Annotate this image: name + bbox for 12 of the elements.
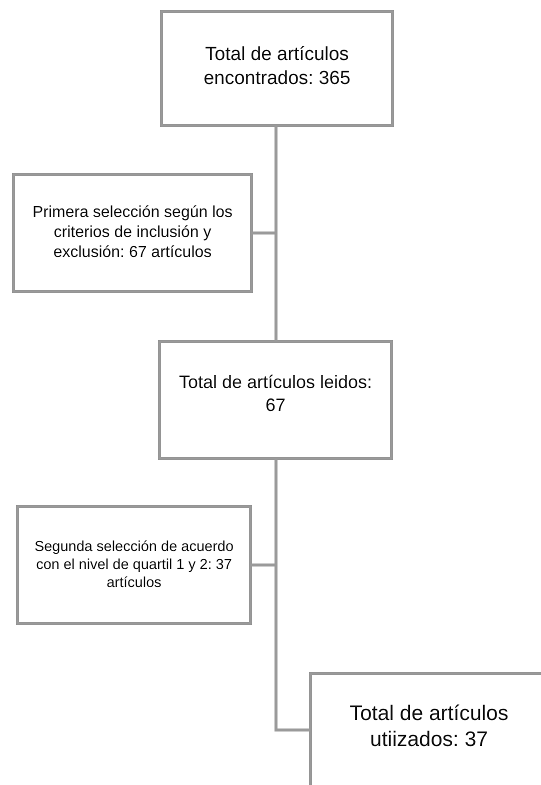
box-text: Total de artículos utiizados: 37 xyxy=(348,701,510,754)
box-text: Segunda selección de acuerdo con el nivel de quartil 1 y 2: 37 artículos xyxy=(33,538,235,592)
box-text: Total de artículos leidos: 67 xyxy=(178,371,374,416)
process-box xyxy=(12,173,253,293)
connector-line xyxy=(253,232,278,340)
connector-line xyxy=(252,564,309,732)
process-box xyxy=(158,340,393,460)
process-box xyxy=(16,505,252,625)
process-box xyxy=(160,10,394,127)
box-text: Primera selección según los criterios de inclusión y exclusión: 67 artículos xyxy=(31,203,234,263)
process-box xyxy=(309,672,541,785)
box-text: Total de artículos encontrados: 365 xyxy=(202,43,352,90)
